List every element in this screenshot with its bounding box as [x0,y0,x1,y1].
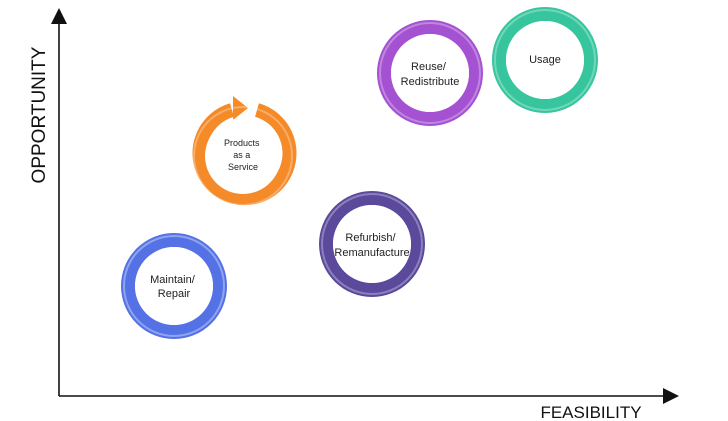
node-label-line: Redistribute [401,76,460,88]
y-axis-arrowhead [51,8,67,24]
node-label-line: as a [233,150,250,160]
node-refurbish-remanufacture: Refurbish/ Remanufacture [319,191,425,297]
node-label: Products as a Service [224,138,262,172]
node-ring [492,7,598,113]
node-ring-highlight [494,9,596,111]
node-label-line: Usage [529,54,561,66]
axes [51,8,679,404]
cycle-arrow-icon [233,96,248,120]
node-ring-highlight [123,235,225,337]
node-label: Maintain/ Repair [150,274,198,300]
node-ring-highlight [193,106,293,206]
node-core [391,34,469,112]
node-ring [319,191,425,297]
node-ring [121,233,227,339]
node-core [135,247,213,325]
node-label: Refurbish/ Remanufacture [334,232,409,259]
node-products-as-a-service: Products as a Service [192,96,297,206]
node-ring [377,20,483,126]
node-ring-highlight [321,193,423,295]
node-label-line: Refurbish/ [345,232,396,244]
node-reuse-redistribute: Reuse/ Redistribute [377,20,483,126]
node-label-line: Maintain/ [150,274,196,286]
node-label: Usage [529,54,561,66]
node-core [205,118,281,194]
node-core [506,21,584,99]
node-core [333,205,411,283]
node-label-line: Remanufacture [334,247,409,259]
node-ring-highlight [379,22,481,124]
node-label-line: Service [228,162,258,172]
x-axis-title: FEASIBILITY [540,403,641,421]
x-axis-arrowhead [663,388,679,404]
node-label: Reuse/ Redistribute [401,61,460,88]
node-label-line: Reuse/ [411,61,447,73]
node-label-line: Repair [158,288,191,300]
node-usage: Usage [492,7,598,113]
node-label-line: Products [224,138,260,148]
y-axis-title: OPPORTUNITY [29,46,50,183]
node-ring-arc [192,103,297,206]
node-maintain-repair: Maintain/ Repair [121,233,227,339]
